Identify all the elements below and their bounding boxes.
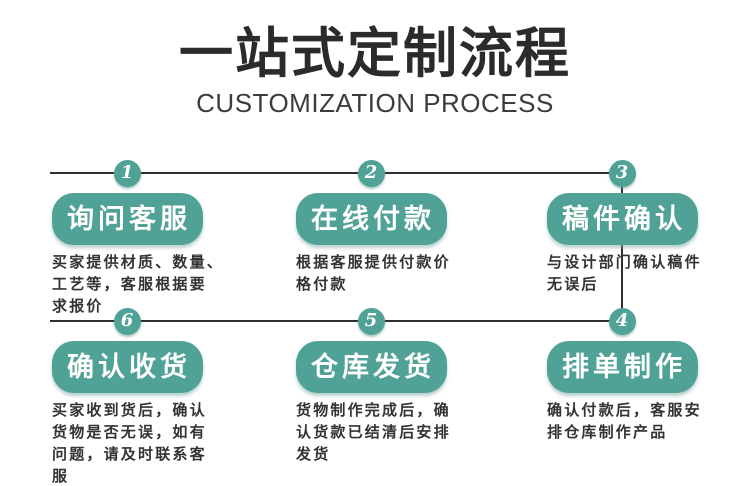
- step-6-number-badge: 6: [113, 308, 141, 335]
- step-2-description: 根据客服提供付款价 格付款: [296, 254, 451, 293]
- step-4-number-badge: 4: [608, 308, 636, 335]
- step-6-title-card: 确认收货: [51, 341, 203, 393]
- step-4-title-card: 排单制作: [546, 341, 698, 393]
- step-5-number-badge: 5: [357, 308, 385, 335]
- step-2: 2 在线付款 根据客服提供付款价 格付款: [266, 160, 476, 296]
- step-4-description: 确认付款后，客服安 排仓库制作产品: [547, 402, 702, 441]
- step-3-number-badge: 3: [608, 160, 636, 187]
- step-1-number-badge: 1: [113, 160, 141, 187]
- step-1-description: 买家提供材质、数量、 工艺等，客服根据要 求报价: [52, 254, 225, 315]
- step-2-title-card: 在线付款: [295, 193, 447, 245]
- flow-line-vertical-connector: [621, 186, 623, 308]
- step-6: 6 确认收货 买家收到货后，确认 货物是否无误，如有 问题，请及时联系客 服: [22, 308, 232, 486]
- step-5-title-card: 仓库发货: [295, 341, 447, 393]
- step-3-description: 与设计部门确认稿件 无误后: [547, 254, 702, 293]
- step-2-number-badge: 2: [357, 160, 385, 187]
- step-4: 4 排单制作 确认付款后，客服安 排仓库制作产品: [517, 308, 727, 444]
- step-6-description: 买家收到货后，确认 货物是否无误，如有 问题，请及时联系客 服: [52, 402, 207, 485]
- flow-line-row-1: [50, 172, 623, 174]
- step-3-title-card: 稿件确认: [546, 193, 698, 245]
- flow-line-row-2: [50, 320, 623, 322]
- step-5: 5 仓库发货 货物制作完成后，确 认货款已结清后安排 发货: [266, 308, 476, 466]
- step-3: 3 稿件确认 与设计部门确认稿件 无误后: [517, 160, 727, 296]
- page-title: 一站式定制流程: [179, 24, 571, 84]
- step-1-title-card: 询问客服: [51, 193, 203, 245]
- step-5-description: 货物制作完成后，确 认货款已结清后安排 发货: [296, 402, 451, 463]
- step-1: 1 询问客服 买家提供材质、数量、 工艺等，客服根据要 求报价: [22, 160, 232, 318]
- page-subtitle: CUSTOMIZATION PROCESS: [196, 88, 554, 118]
